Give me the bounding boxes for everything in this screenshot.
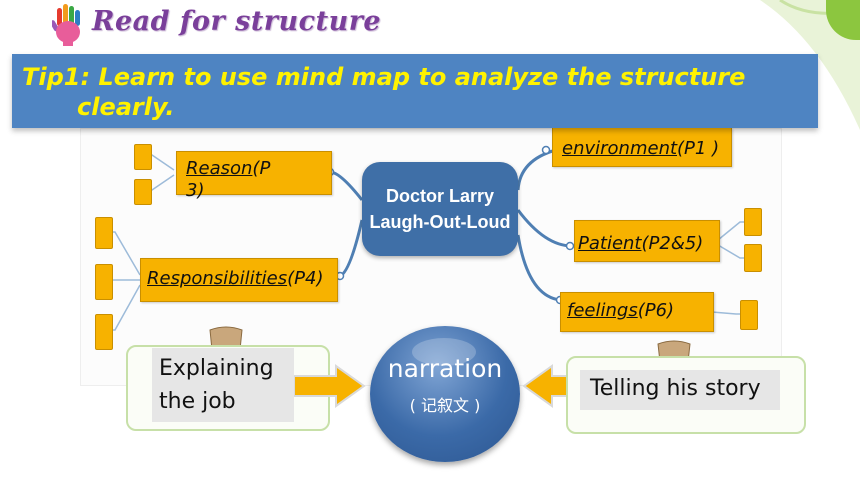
bubble-highlight bbox=[412, 338, 476, 366]
page-title: Read for structure bbox=[92, 6, 382, 37]
explaining-job-text: Explaining the job bbox=[159, 356, 274, 414]
mind-map-node-patient bbox=[574, 220, 720, 262]
node-paragraph: (P4) bbox=[287, 268, 324, 289]
node-label-reason: Reason(P3) bbox=[186, 158, 282, 202]
node-paragraph: (P2&5) bbox=[641, 233, 704, 254]
narration-label: narration bbox=[387, 354, 503, 383]
central-topic: Doctor Larry Laugh-Out-Loud bbox=[362, 162, 518, 256]
leaf-tag bbox=[95, 264, 113, 300]
leaf-tag bbox=[95, 314, 113, 350]
mind-map-node-reason bbox=[176, 151, 332, 195]
leaf-tag bbox=[134, 144, 152, 170]
node-keyword: Reason bbox=[186, 158, 253, 179]
tip-text: Tip1: Learn to use mind map to analyze t… bbox=[22, 62, 812, 122]
tip-banner bbox=[12, 54, 818, 128]
telling-story-box: Telling his story bbox=[580, 370, 780, 410]
node-keyword: Responsibilities bbox=[147, 268, 288, 289]
node-paragraph: (P6) bbox=[637, 300, 675, 321]
leaf-tag bbox=[740, 300, 758, 330]
leaf-tag bbox=[744, 208, 762, 236]
leaf-tag bbox=[134, 179, 152, 205]
explaining-job-box: Explaining the job bbox=[152, 348, 294, 422]
central-topic-line1: Doctor Larry bbox=[385, 186, 495, 206]
node-label-patient: Patient(P2&5) bbox=[578, 233, 718, 255]
central-topic-line2: Laugh-Out-Loud bbox=[369, 212, 511, 232]
leaf-tag bbox=[744, 244, 762, 272]
node-keyword: feelings bbox=[567, 300, 638, 321]
mind-map-node-responsibilities bbox=[140, 258, 338, 302]
narration-bubble bbox=[370, 326, 520, 462]
node-label-feelings: feelings(P6) bbox=[567, 300, 717, 322]
node-paragraph: (P1 ) bbox=[677, 138, 720, 159]
tip-line-2: clearly. bbox=[77, 93, 175, 121]
tip-line-1: Tip1: Learn to use mind map to analyze t… bbox=[22, 63, 746, 91]
mind-map-node-environment bbox=[552, 128, 732, 167]
telling-story-text: Telling his story bbox=[590, 376, 761, 401]
narration-sublabel: ( 记叙文 ) bbox=[409, 396, 481, 415]
node-keyword: environment bbox=[562, 138, 678, 159]
node-keyword: Patient bbox=[578, 233, 642, 254]
node-label-environment: environment(P1 ) bbox=[562, 138, 748, 160]
right-arrow-icon bbox=[294, 364, 366, 408]
mind-map-node-feelings bbox=[560, 292, 714, 332]
hand-icon bbox=[52, 4, 80, 46]
node-paragraph: (P3) bbox=[186, 158, 271, 201]
node-label-responsibilities: Responsibilities(P4) bbox=[147, 268, 357, 290]
leaf-tag bbox=[95, 217, 113, 249]
